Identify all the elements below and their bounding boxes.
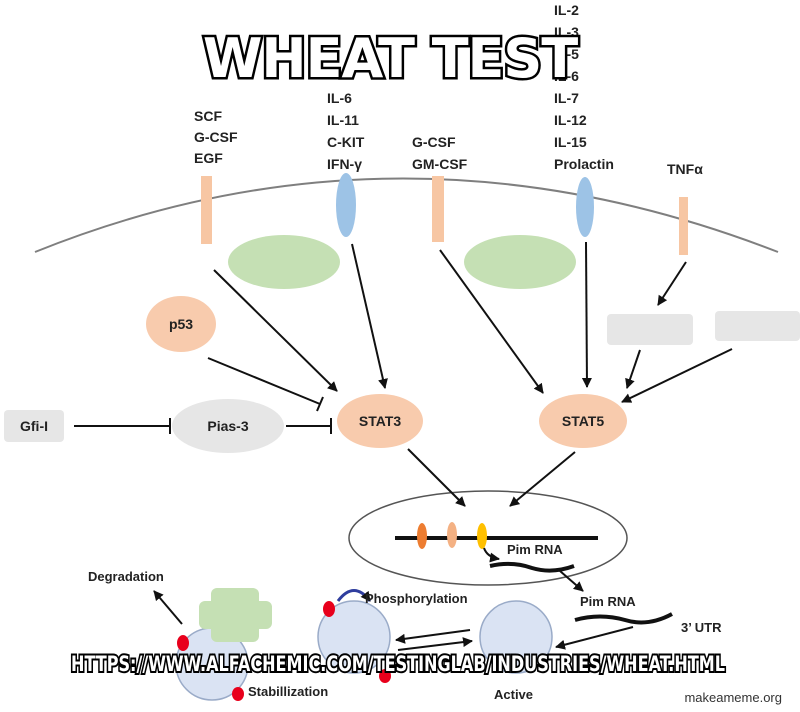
pim-rna-cyto-strand: [574, 612, 673, 625]
p53-label: p53: [169, 316, 193, 332]
arrow-tnf-to-adapter: [657, 261, 687, 306]
inhibit-p53-to-stat3: [207, 357, 321, 405]
meme-top-text: WHEAT TEST: [203, 27, 578, 90]
inhibit-p53-bar: [316, 396, 324, 412]
arrow-active-to-phospho: [395, 629, 471, 644]
arrow-transcription: [483, 547, 500, 563]
pias3-label: Pias-3: [207, 418, 248, 434]
active-cell: [479, 600, 553, 674]
red-dot-phospho: [323, 601, 335, 617]
stat3-label: STAT3: [359, 413, 401, 429]
gfi-label: Gfi-I: [20, 418, 48, 434]
arrow-gcsf-to-stat5: [439, 249, 544, 394]
jak-ellipse-left: [228, 235, 340, 289]
receptor-label-il2: IL-2 IL-3 IL-5 IL-6 IL-7 IL-12 IL-15 Pro…: [554, 2, 614, 172]
arrow-scf-to-stat3: [213, 269, 338, 392]
phosphorylation-curl: [336, 589, 372, 602]
arrow-stat3-to-nucleus: [407, 448, 466, 507]
pim-rna-nucleus-label: Pim RNA: [507, 542, 563, 557]
arrow-rna-to-active: [555, 626, 634, 650]
arrow-degradation: [153, 590, 183, 625]
tnf-adapter-right: [715, 311, 800, 341]
dna-marker-amber: [447, 522, 457, 548]
receptor-bar-gcsf: [432, 176, 444, 242]
pim-rna-nucleus-strand: [489, 561, 575, 573]
red-dot-degradation: [177, 635, 189, 651]
receptor-bar-tnf: [679, 197, 688, 255]
tnf-adapter-left: [607, 314, 693, 345]
meme-bottom-text: HTTPS://WWW.ALFACHEMIC.COM/TESTINGLAB/IN…: [71, 652, 725, 676]
receptor-bar-scf: [201, 176, 212, 244]
arrow-phospho-to-active: [397, 637, 473, 651]
active-label: Active: [494, 687, 533, 702]
phosphorylation-cell: [317, 600, 391, 674]
receptor-label-il6: IL-6 IL-11 C-KIT IFN-γ: [327, 90, 368, 172]
dna-marker-yellow: [477, 523, 487, 549]
pias3-node: [172, 399, 284, 453]
arrow-rna-export: [559, 570, 584, 592]
arrow-adapter-left-to-stat5: [625, 349, 641, 389]
cell-membrane: [34, 177, 779, 253]
gfi-node: [4, 410, 64, 442]
stabilization-label: Stabillization: [248, 684, 328, 699]
arrow-stat5-to-nucleus: [509, 451, 576, 507]
jak-ellipse-right: [464, 235, 576, 289]
red-dot-phospho-bottom: [379, 669, 391, 683]
stat3-node: [337, 394, 423, 448]
receptor-label-scf: SCF G-CSF EGF: [194, 108, 241, 166]
phosphorylation-label: Phosphorylation: [365, 591, 468, 606]
receptor-label-gcsf: G-CSF GM-CSF: [412, 134, 468, 172]
receptor-oval-il6: [336, 173, 356, 237]
arrow-il2-to-stat5: [581, 241, 592, 388]
receptor-oval-il2: [576, 177, 594, 237]
makeameme-watermark: makeameme.org: [684, 690, 782, 705]
pim-rna-cyto-label: Pim RNA: [580, 594, 636, 609]
utr-label: 3’ UTR: [681, 620, 722, 635]
degradation-label: Degradation: [88, 569, 164, 584]
stat5-node: [539, 394, 627, 448]
red-dot-stabilization: [232, 687, 244, 701]
receptor-label-tnf: TNFα: [667, 161, 703, 177]
dna-marker-orange: [417, 523, 427, 549]
arrow-adapter-right-to-stat5: [621, 348, 733, 403]
green-cross-horizontal: [199, 601, 272, 629]
stat5-label: STAT5: [562, 413, 604, 429]
p53-node: [146, 296, 216, 352]
arrow-il6-to-stat3: [351, 243, 388, 389]
nucleus: [348, 490, 628, 586]
